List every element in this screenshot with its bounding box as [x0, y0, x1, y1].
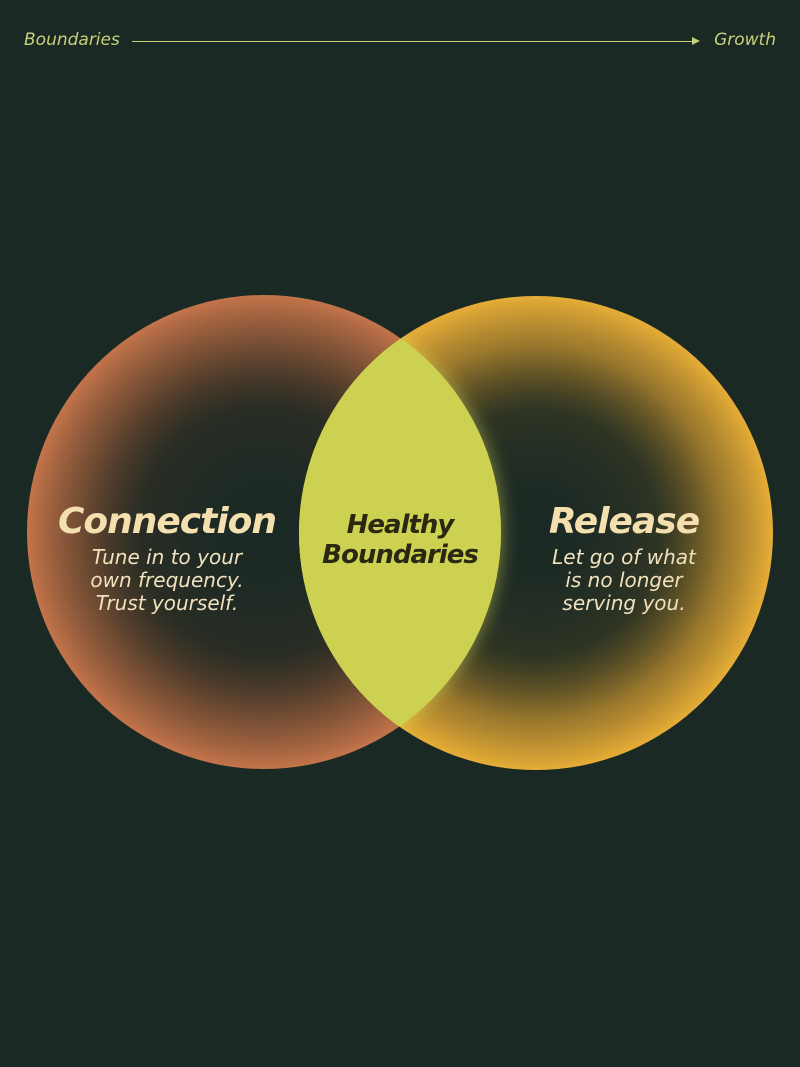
- progression-header: Boundaries Growth: [0, 0, 800, 80]
- release-label: Release Let go of what is no longer serv…: [508, 500, 740, 615]
- connection-title: Connection: [57, 501, 277, 542]
- connection-description: Tune in to your own frequency. Trust you…: [40, 546, 294, 615]
- release-description: Let go of what is no longer serving you.: [508, 546, 740, 615]
- connection-line: Tune in to your: [91, 545, 243, 569]
- release-title: Release: [548, 501, 700, 542]
- overlap-line: Healthy: [346, 510, 455, 540]
- overlap-lens: [299, 296, 501, 769]
- arrow-right-icon: [692, 37, 700, 45]
- overlap-line: Boundaries: [322, 540, 479, 570]
- release-line: serving you.: [562, 591, 686, 615]
- release-line: is no longer: [565, 568, 683, 592]
- connection-line: own frequency.: [90, 568, 244, 592]
- overlap-label: Healthy Boundaries: [300, 510, 500, 570]
- progression-arrow-line: [132, 41, 696, 42]
- connection-line: Trust yourself.: [95, 591, 239, 615]
- to-label: Growth: [714, 30, 776, 50]
- release-line: Let go of what: [552, 545, 696, 569]
- connection-label: Connection Tune in to your own frequency…: [40, 500, 294, 615]
- from-label: Boundaries: [24, 30, 120, 50]
